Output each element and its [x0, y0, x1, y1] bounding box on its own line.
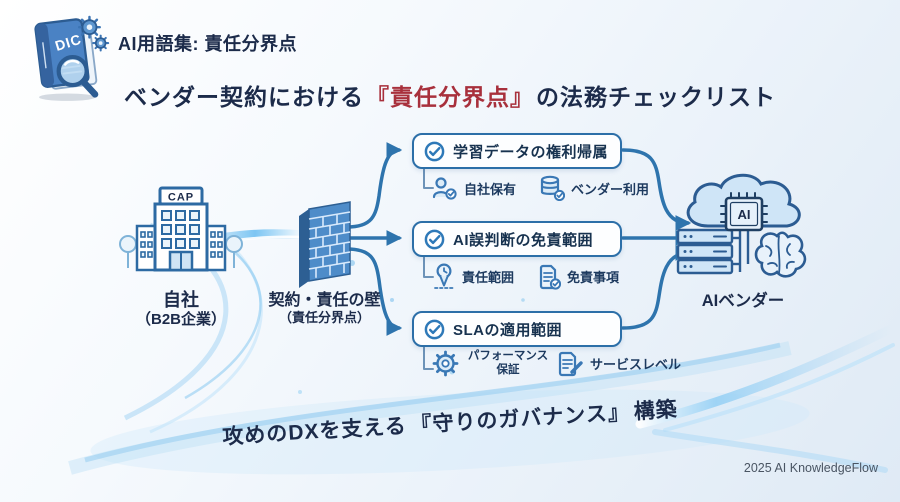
checklist-subitems-sla: パフォーマンス保証 サービスレベル: [432, 350, 681, 377]
subitem-label: 免責事項: [567, 270, 620, 285]
subitem-label: サービスレベル: [590, 357, 682, 372]
gear-icon: [432, 350, 459, 377]
page-header-title: AI用語集: 責任分界点: [118, 34, 297, 54]
tagline-post: 構築: [633, 398, 679, 424]
subitem-label: 自社保有: [464, 181, 517, 197]
wall-sublabel: （責任分界点）: [278, 310, 370, 325]
magnifier-icon: [56, 54, 99, 98]
person-check-icon: [432, 177, 457, 200]
check-circle-icon: [424, 141, 445, 161]
company-label: 自社: [163, 290, 199, 310]
title-post: の法務チェックリスト: [536, 84, 776, 110]
checklist-box-liability: AI誤判断の免責範囲: [412, 221, 622, 257]
ai-chip-icon: AI: [720, 192, 768, 232]
server-icon: [676, 228, 734, 275]
gear-icon: [77, 15, 110, 52]
checklist-subitems-liability: 責任範囲 免責事項: [432, 263, 619, 290]
document-check-icon: [539, 264, 562, 290]
checklist-title: AI誤判断の免責範囲: [453, 231, 594, 249]
checklist-box-sla: SLAの適用範囲: [412, 311, 622, 347]
dictionary-book-icon: DIC: [34, 15, 110, 101]
credit-text: 2025 AI KnowledgeFlow: [743, 461, 878, 475]
title-highlight: 『責任分界点』: [366, 84, 534, 110]
wall-label: 契約・責任の壁: [268, 292, 381, 309]
company-sublabel: （B2B企業）: [135, 311, 226, 328]
checklist-title: 学習データの権利帰属: [453, 143, 609, 161]
database-check-icon: [540, 175, 566, 201]
chip-label: AI: [738, 207, 751, 222]
ai-vendor-icon: AI: [676, 173, 807, 278]
document-pencil-icon: [558, 351, 583, 376]
book-cover-label: DIC: [53, 31, 83, 54]
brain-icon: [754, 231, 807, 278]
building-sign-label: CAP: [168, 192, 194, 204]
checklist-box-data-rights: 学習データの権利帰属: [412, 133, 622, 169]
checklist-subitems-data-rights: 自社保有 ベンダー利用: [432, 175, 649, 201]
subitem-label: 責任範囲: [462, 270, 515, 285]
checklist-title: SLAの適用範囲: [453, 321, 563, 339]
brick-wall-icon: [299, 201, 351, 288]
title-pre: ベンダー契約における: [124, 84, 364, 110]
page-title: ベンダー契約における『責任分界点』の法務チェックリスト: [0, 78, 900, 112]
subitem-label: ベンダー利用: [571, 181, 650, 197]
check-circle-icon: [424, 319, 445, 339]
subitem-label: パフォーマンス保証: [467, 350, 549, 376]
office-building-icon: CAP: [119, 186, 243, 272]
pin-clock-icon: [434, 263, 454, 289]
vendor-label: AIベンダー: [701, 292, 785, 310]
check-circle-icon: [424, 229, 445, 249]
